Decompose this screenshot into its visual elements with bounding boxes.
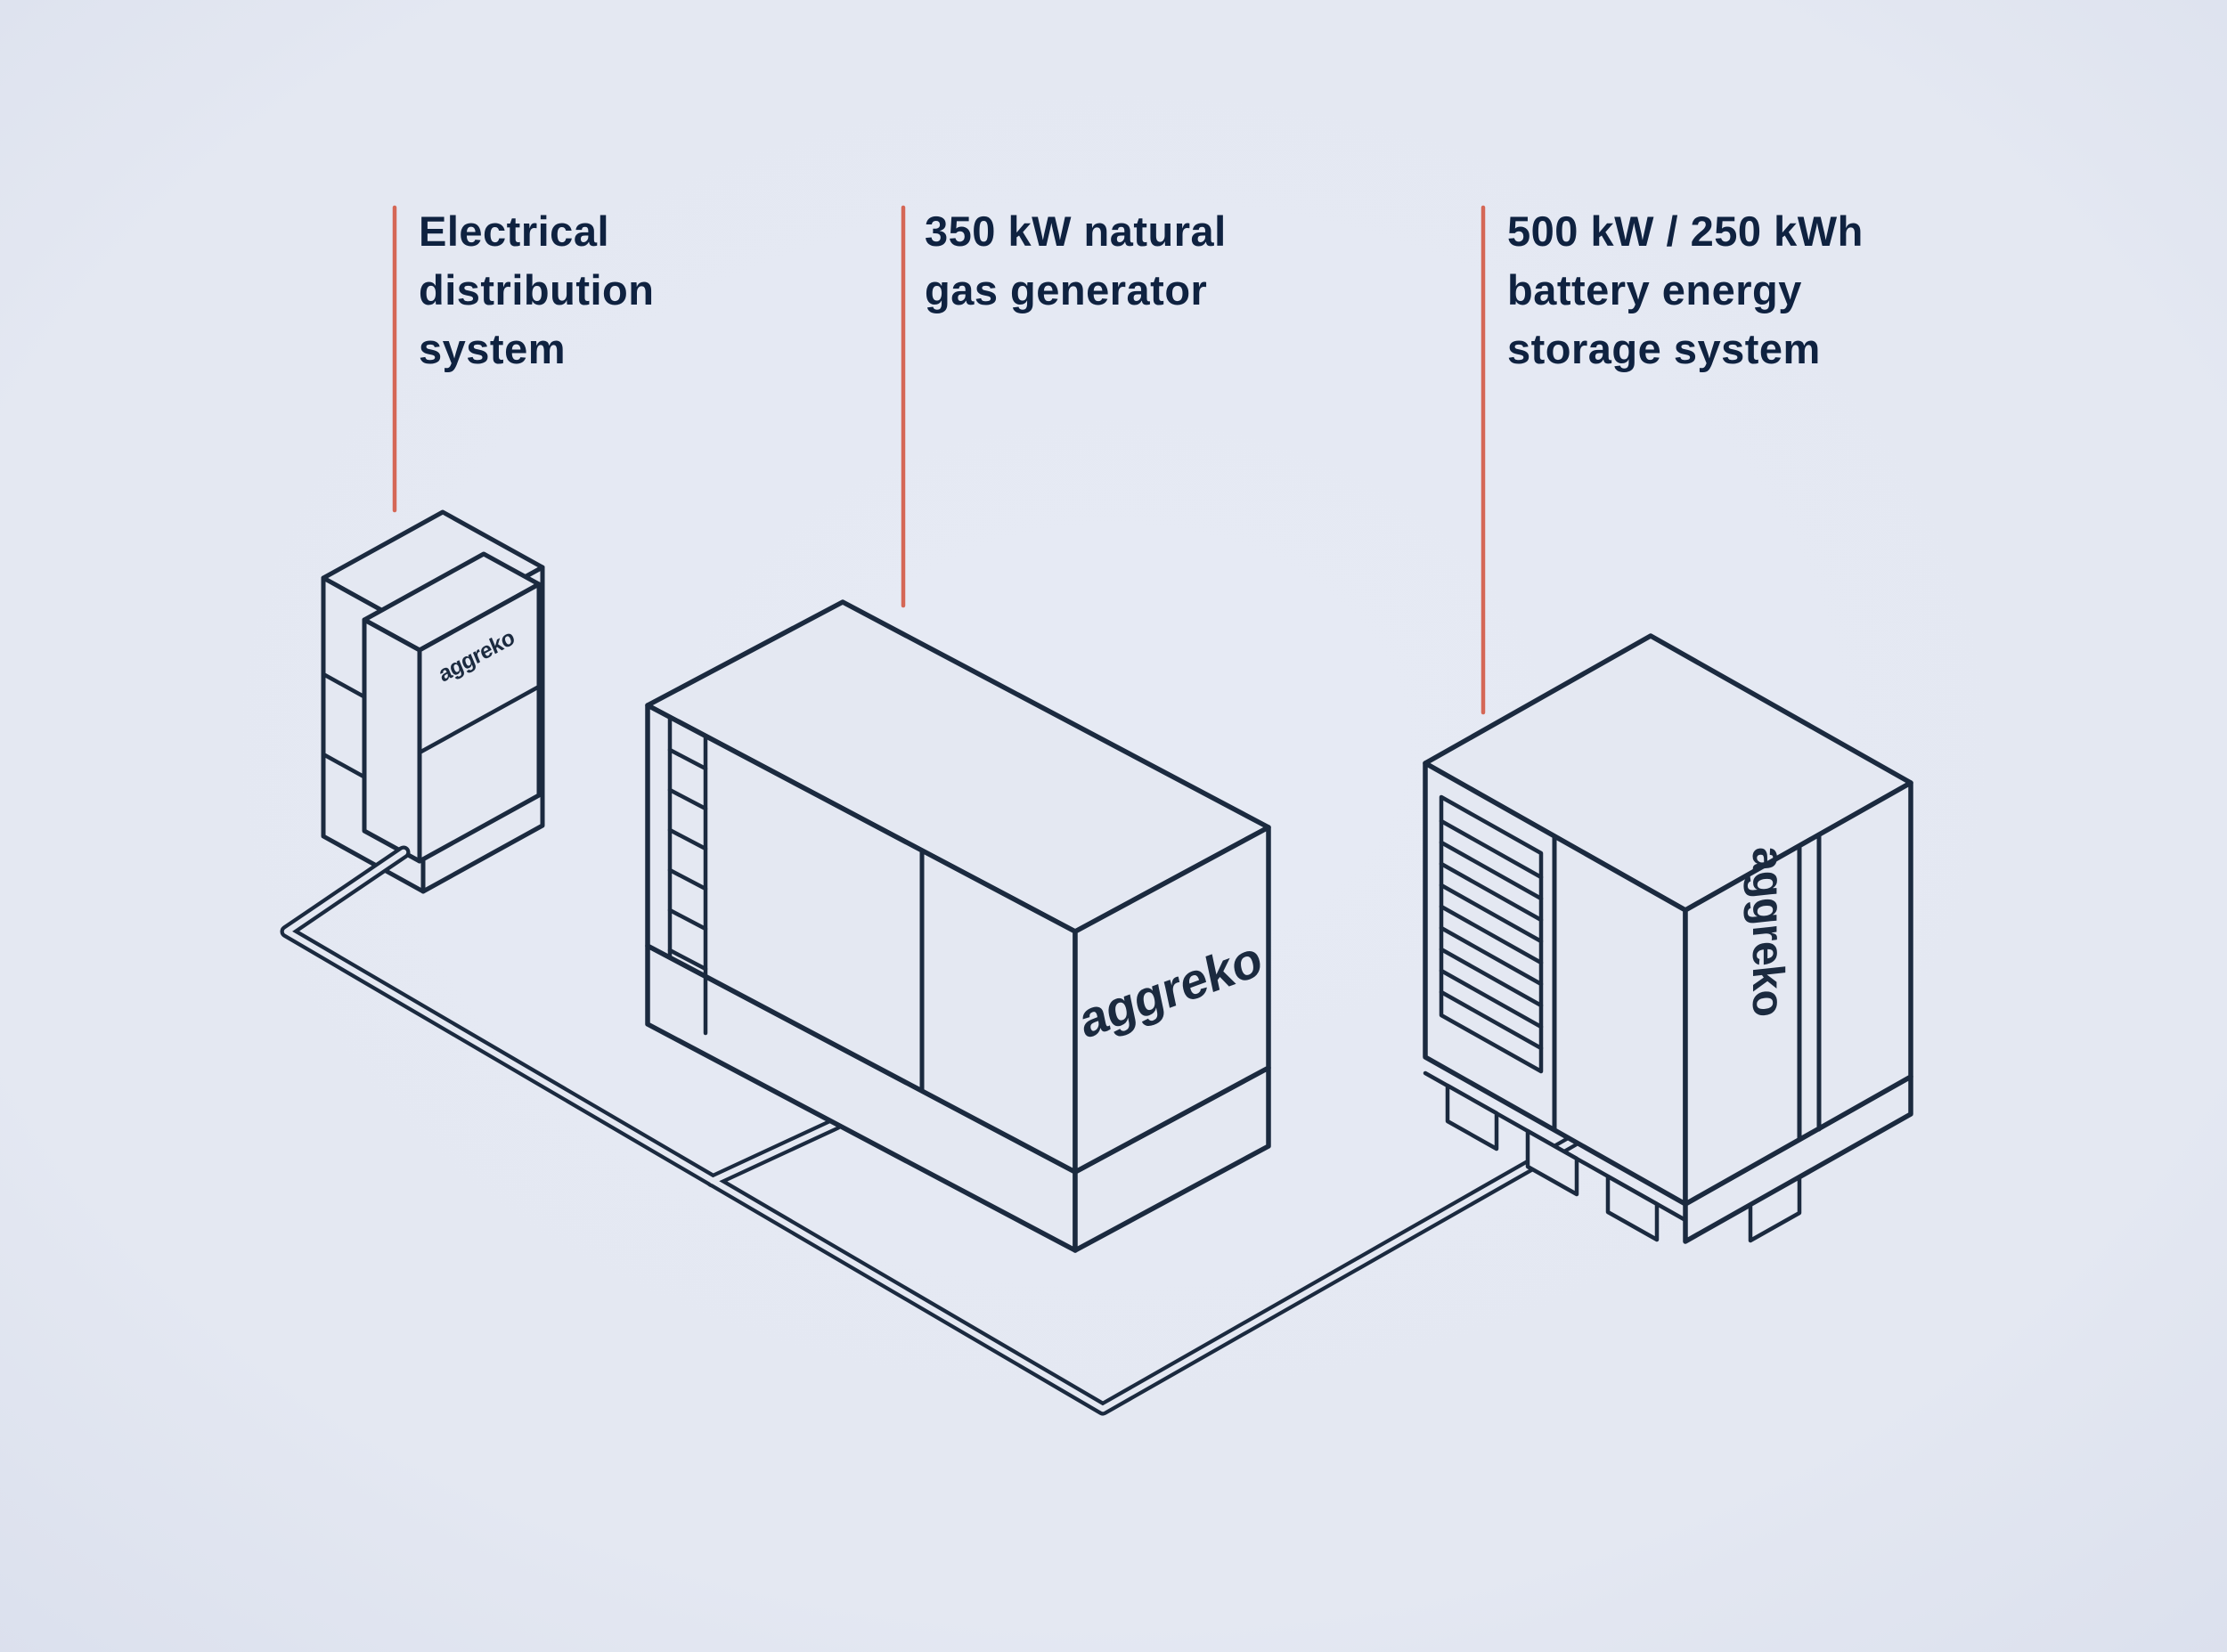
eds-front-left-face bbox=[362, 617, 422, 864]
bess-pallet-feet bbox=[1445, 1083, 1802, 1243]
power-cable-inner bbox=[283, 849, 1577, 1412]
generator-label-line2: gas generator bbox=[925, 266, 1207, 313]
eds-label-line3: system bbox=[419, 325, 566, 372]
battery-energy-storage-system bbox=[1423, 633, 1913, 1244]
bess-label-line3: storage system bbox=[1507, 325, 1821, 372]
generator-right-face bbox=[1073, 825, 1271, 1175]
bess-louver-vent bbox=[1439, 794, 1544, 1074]
aggreko-logo: aggreko bbox=[1743, 843, 1793, 1019]
component-labels: Electrical distribution system 350 kW na… bbox=[419, 208, 1864, 372]
natural-gas-generator bbox=[645, 599, 1271, 1253]
eds-front-face bbox=[417, 582, 542, 864]
generator-louver-vent bbox=[667, 714, 708, 1036]
power-cable-branch-inner bbox=[709, 1120, 839, 1184]
bess-label-line2: battery energy bbox=[1507, 266, 1802, 313]
eds-label-line1: Electrical bbox=[419, 208, 609, 255]
electrical-distribution-cabinet bbox=[321, 509, 545, 894]
label-pointer-lines bbox=[392, 205, 1486, 715]
generator-label-line1: 350 kW natural bbox=[925, 208, 1227, 255]
bess-label-line1: 500 kW / 250 kWh bbox=[1507, 208, 1864, 255]
eds-label-line2: distribution bbox=[419, 266, 654, 313]
eds-front-door-seam bbox=[417, 684, 542, 755]
power-cables bbox=[280, 845, 1580, 1416]
